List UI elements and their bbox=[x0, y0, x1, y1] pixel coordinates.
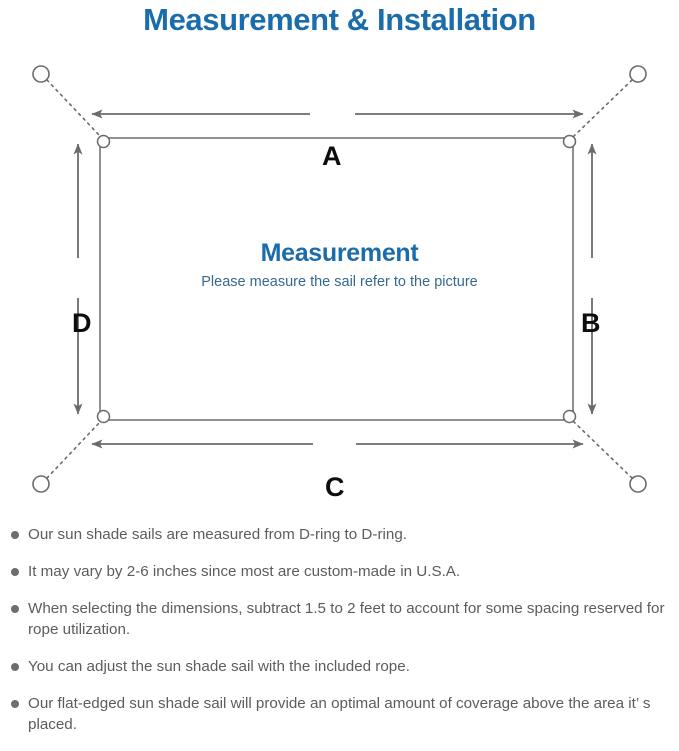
anchor-ring-bottom-right bbox=[629, 475, 647, 493]
d-ring-top-right bbox=[562, 134, 577, 149]
rope-top-right bbox=[573, 79, 633, 137]
bullet-dot-icon bbox=[11, 605, 19, 613]
anchor-ring-top-right bbox=[629, 65, 647, 83]
d-ring-top-left bbox=[96, 134, 111, 149]
rope-top-left bbox=[46, 79, 101, 137]
list-item-text: It may vary by 2-6 inches since most are… bbox=[28, 563, 461, 580]
list-item-text: Our flat-edged sun shade sail will provi… bbox=[28, 695, 651, 733]
d-ring-bottom-left bbox=[96, 409, 111, 424]
list-item: You can adjust the sun shade sail with t… bbox=[0, 656, 679, 677]
list-item-text: You can adjust the sun shade sail with t… bbox=[28, 658, 410, 675]
anchor-ring-top-left bbox=[32, 65, 50, 83]
list-item: When selecting the dimensions, subtract … bbox=[0, 598, 679, 640]
bullet-dot-icon bbox=[11, 568, 19, 576]
rope-bottom-left bbox=[46, 421, 101, 479]
list-item: It may vary by 2-6 inches since most are… bbox=[0, 561, 679, 582]
bullet-dot-icon bbox=[11, 663, 19, 671]
bullet-dot-icon bbox=[11, 700, 19, 708]
dimension-label-c: C bbox=[325, 472, 345, 502]
page-title: Measurement & Installation bbox=[143, 2, 536, 37]
list-item-text: When selecting the dimensions, subtract … bbox=[28, 600, 665, 638]
sail-outline bbox=[99, 137, 574, 421]
sail-measurement-diagram: A B C D bbox=[0, 46, 679, 516]
list-item: Our flat-edged sun shade sail will provi… bbox=[0, 693, 679, 735]
dimension-label-b: B bbox=[581, 308, 601, 338]
bullet-dot-icon bbox=[11, 531, 19, 539]
list-item-text: Our sun shade sails are measured from D-… bbox=[28, 526, 407, 543]
list-item: Our sun shade sails are measured from D-… bbox=[0, 524, 679, 545]
anchor-ring-bottom-left bbox=[32, 475, 50, 493]
d-ring-bottom-right bbox=[562, 409, 577, 424]
rope-bottom-right bbox=[573, 421, 633, 479]
dimension-label-a: A bbox=[322, 141, 342, 171]
dimension-label-d: D bbox=[72, 308, 92, 338]
notes-list: Our sun shade sails are measured from D-… bbox=[0, 524, 679, 751]
